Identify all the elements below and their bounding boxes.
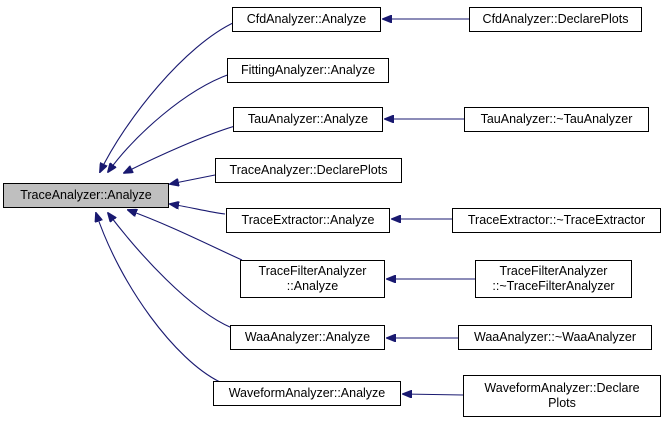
node-label: CfdAnalyzer::DeclarePlots bbox=[482, 12, 629, 26]
node-fitting-analyzer-analyze[interactable]: FittingAnalyzer::Analyze bbox=[227, 58, 389, 83]
node-waa-analyzer-destructor[interactable]: WaaAnalyzer::~WaaAnalyzer bbox=[458, 325, 652, 350]
node-cfd-analyzer-declare-plots[interactable]: CfdAnalyzer::DeclarePlots bbox=[469, 7, 642, 32]
node-label: WaaAnalyzer::~WaaAnalyzer bbox=[474, 330, 636, 344]
node-trace-extractor-analyze[interactable]: TraceExtractor::Analyze bbox=[226, 208, 390, 233]
node-waa-analyzer-analyze[interactable]: WaaAnalyzer::Analyze bbox=[230, 325, 385, 350]
node-label-line-1: TraceFilterAnalyzer bbox=[258, 264, 367, 278]
node-label: TauAnalyzer::Analyze bbox=[247, 112, 369, 126]
edge-waveform-declare-to-waveform-analyze bbox=[403, 394, 464, 395]
node-trace-extractor-destructor[interactable]: TraceExtractor::~TraceExtractor bbox=[452, 208, 661, 233]
node-waveform-analyzer-analyze[interactable]: WaveformAnalyzer::Analyze bbox=[213, 381, 401, 406]
edge-waa-analyze-to-root bbox=[108, 213, 233, 329]
edge-fitting-analyze-to-root bbox=[108, 73, 231, 172]
node-waveform-analyzer-declare-plots[interactable]: WaveformAnalyzer::Declare Plots bbox=[463, 375, 661, 417]
node-tau-analyzer-analyze[interactable]: TauAnalyzer::Analyze bbox=[233, 107, 383, 132]
node-label: TraceExtractor::~TraceExtractor bbox=[467, 213, 646, 227]
node-tau-analyzer-destructor[interactable]: TauAnalyzer::~TauAnalyzer bbox=[464, 107, 649, 132]
edge-cfd-analyze-to-root bbox=[100, 21, 236, 172]
node-label: WaaAnalyzer::Analyze bbox=[244, 330, 371, 344]
node-label: TauAnalyzer::~TauAnalyzer bbox=[480, 112, 633, 126]
node-label-line-1: WaveformAnalyzer::Declare bbox=[484, 381, 640, 395]
node-label: TraceExtractor::Analyze bbox=[241, 213, 375, 227]
edge-waveform-analyze-to-root bbox=[96, 213, 221, 383]
node-label-line-2: ::~TraceFilterAnalyzer bbox=[492, 279, 615, 293]
node-label-line-2: ::Analyze bbox=[286, 279, 339, 293]
node-trace-analyzer-declare-plots[interactable]: TraceAnalyzer::DeclarePlots bbox=[215, 158, 402, 183]
node-label: TraceAnalyzer::DeclarePlots bbox=[229, 163, 388, 177]
node-trace-filter-analyzer-analyze[interactable]: TraceFilterAnalyzer ::Analyze bbox=[240, 260, 385, 298]
node-label: FittingAnalyzer::Analyze bbox=[240, 63, 376, 77]
node-cfd-analyzer-analyze[interactable]: CfdAnalyzer::Analyze bbox=[232, 7, 381, 32]
node-trace-filter-analyzer-destructor[interactable]: TraceFilterAnalyzer ::~TraceFilterAnalyz… bbox=[475, 260, 632, 298]
node-trace-analyzer-analyze[interactable]: TraceAnalyzer::Analyze bbox=[3, 183, 169, 208]
edge-tau-analyze-to-root bbox=[124, 125, 236, 173]
edge-filter-analyze-to-root bbox=[128, 210, 243, 261]
edge-trace-declare-to-root bbox=[170, 174, 216, 184]
node-label-line-2: Plots bbox=[548, 396, 576, 410]
node-label: CfdAnalyzer::Analyze bbox=[246, 12, 367, 26]
node-label: TraceAnalyzer::Analyze bbox=[20, 188, 152, 202]
node-label: WaveformAnalyzer::Analyze bbox=[228, 386, 386, 400]
node-label-line-1: TraceFilterAnalyzer bbox=[499, 264, 608, 278]
edge-extractor-analyze-to-root bbox=[170, 204, 226, 215]
